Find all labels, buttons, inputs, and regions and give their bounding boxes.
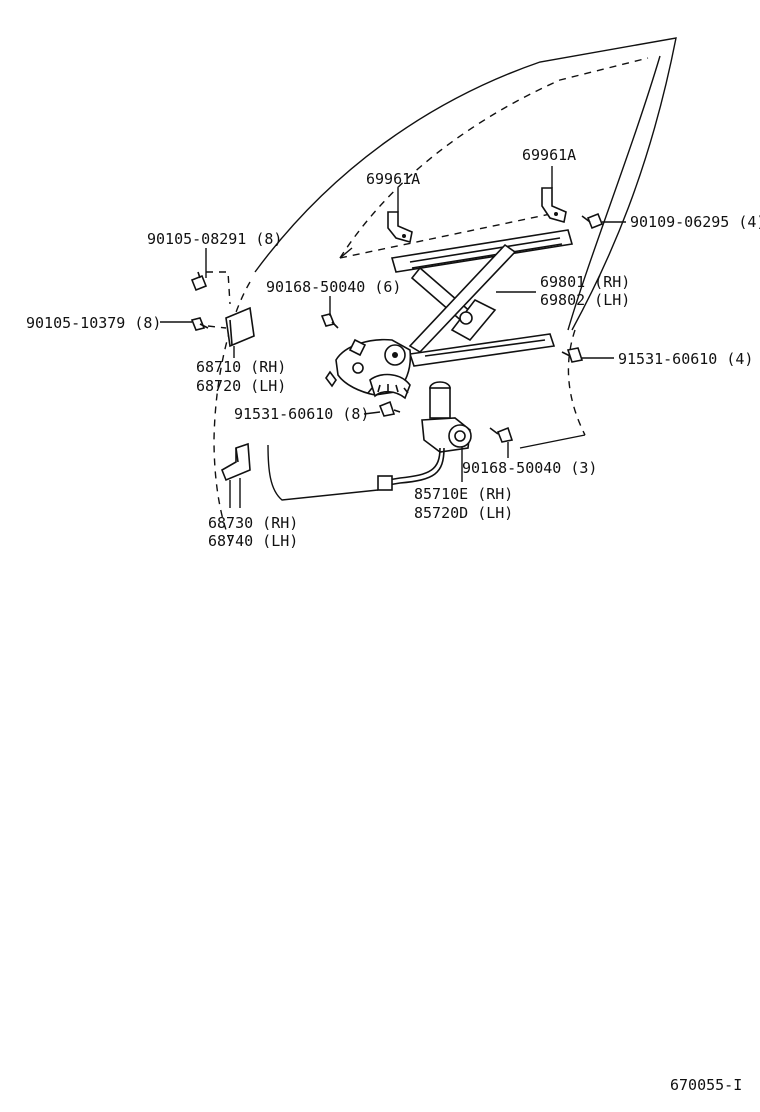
part-labels: 69961A 69961A 90109-06295 (4) 90105-0829… [26,146,760,1094]
label-69801: 69801 (RH) [540,273,630,291]
label-90168-50040-top: 90168-50040 (6) [266,278,401,296]
bolt-90105-08291 [190,271,208,292]
regulator-motor [377,381,472,491]
label-90105-10379: 90105-10379 (8) [26,314,161,332]
bracket-68710 [225,306,255,348]
bracket-69961a-right [541,187,567,224]
bolt-91531-left [378,400,401,417]
label-91531-60610-right: 91531-60610 (4) [618,350,753,368]
label-85710e: 85710E (RH) [414,485,513,503]
label-69961a-left: 69961A [366,170,420,188]
regulator-gear-sector [325,338,412,400]
bolt-90168-top [320,313,339,329]
bolt-91531-right [561,347,584,363]
diagram-id: 670055-I [670,1076,742,1094]
bolt-90109 [581,212,604,230]
label-68720: 68720 (LH) [196,377,286,395]
label-68730: 68730 (RH) [208,514,298,532]
regulator-rails [390,229,574,367]
label-90105-08291: 90105-08291 (8) [147,230,282,248]
bolt-90105-10379 [190,317,209,331]
label-91531-60610-left: 91531-60610 (8) [234,405,369,423]
label-69961a-right: 69961A [522,146,576,164]
label-85720d: 85720D (LH) [414,504,513,522]
label-90168-50040-bottom: 90168-50040 (3) [462,459,597,477]
leader-lines [160,166,626,508]
bolt-90168-bottom [489,426,514,443]
label-68710: 68710 (RH) [196,358,286,376]
label-90109-06295: 90109-06295 (4) [630,213,760,231]
label-68740: 68740 (LH) [208,532,298,550]
bracket-69961a-left [387,211,413,244]
label-69802: 69802 (LH) [540,291,630,309]
bolts [190,212,604,443]
bracket-68730 [220,442,251,482]
